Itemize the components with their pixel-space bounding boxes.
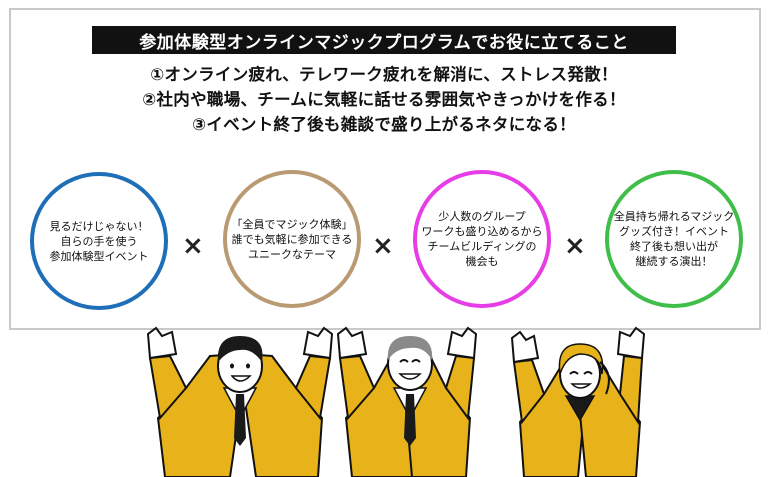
feature-3-line-4: 機会も [465,255,499,268]
benefit-item-2: ②社内や職場、チームに気軽に話せる雰囲気やきっかけを作る！ [142,90,626,109]
multiply-sign-3: × [564,231,586,261]
feature-1-line-3: 参加体験型イベント [49,249,149,263]
feature-1-line-1: 見るだけじゃない！ [49,219,149,233]
businesswoman-figure [510,326,646,477]
feature-2-line-1: 「全員でマジック体験」 [231,217,353,231]
benefit-item-1: ①オンライン疲れ、テレワーク疲れを解消に、ストレス発散！ [150,65,618,84]
benefit-item-3: ③イベント終了後も雑談で盛り上がるネタになる！ [192,115,576,134]
feature-3-line-2: ワークも盛り込めるから [421,225,543,238]
feature-3-line-1: 少人数のグループ [438,210,526,223]
feature-circle-3: 少人数のグループ ワークも盛り込めるから チームビルディングの 機会も [413,170,551,308]
feature-2-line-3: ユニークなテーマ [248,247,336,261]
cheering-businesspeople-illustration [146,326,646,477]
benefit-list: ①オンライン疲れ、テレワーク疲れを解消に、ストレス発散！ ②社内や職場、チームに… [0,62,768,137]
feature-1-line-2: 自らの手を使う [60,234,138,248]
feature-circle-4: 全員持ち帰れるマジック グッズ付き！イベント 終了後も想い出が 継続する演出！ [605,170,743,308]
feature-3-line-3: チームビルディングの [427,240,537,253]
feature-circle-2: 「全員でマジック体験」 誰でも気軽に参加できる ユニークなテーマ [223,170,361,308]
businessman-2-figure [336,326,478,477]
feature-2-line-2: 誰でも気軽に参加できる [231,232,353,246]
feature-4-line-2: グッズ付き！イベント [619,225,729,238]
multiply-sign-1: × [182,231,204,261]
businessman-1-figure [146,326,334,477]
page-title: 参加体験型オンラインマジックプログラムでお役に立てること [92,26,676,54]
feature-circle-1: 見るだけじゃない！ 自らの手を使う 参加体験型イベント [30,172,168,310]
feature-4-line-1: 全員持ち帰れるマジック [613,210,735,223]
multiply-sign-2: × [372,231,394,261]
feature-4-line-3: 終了後も想い出が [630,240,718,253]
feature-4-line-4: 継続する演出！ [635,255,713,268]
